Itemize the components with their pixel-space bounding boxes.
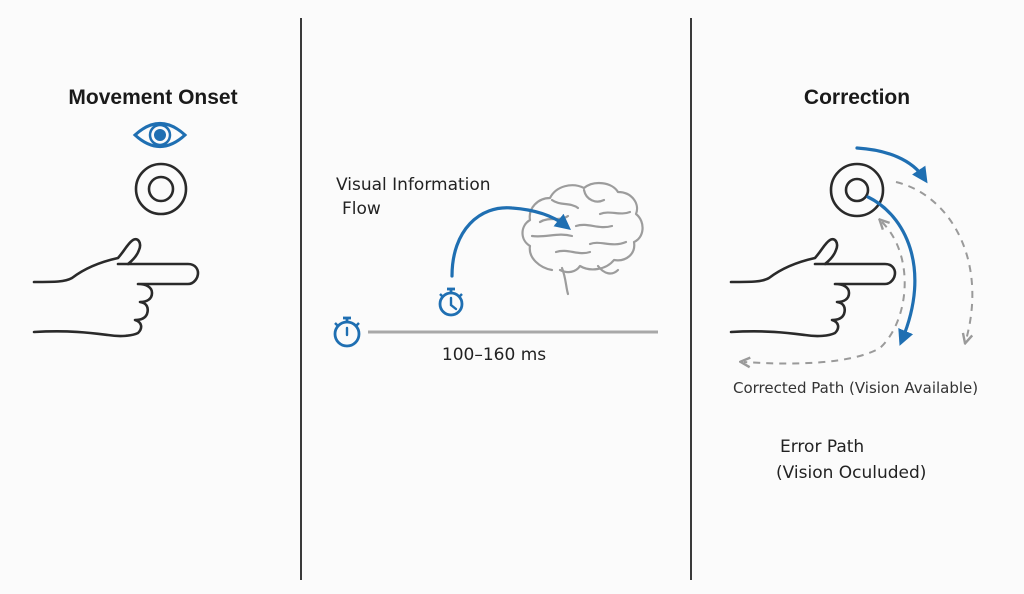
stopwatch-icon (333, 316, 361, 348)
error-path-arrow (744, 222, 906, 364)
flow-title-line1: Visual Information (336, 175, 491, 195)
panel-title-movement-onset: Movement Onset (68, 86, 237, 109)
eye-icon (132, 122, 188, 148)
corrected-path-arrow (866, 195, 917, 346)
flow-title-line2: Flow (342, 199, 381, 219)
target-icon (134, 162, 188, 216)
target-icon (829, 162, 885, 218)
error-path-arrow (895, 181, 974, 340)
stopwatch-icon (438, 287, 464, 317)
error-path-label-line1: Error Path (780, 437, 864, 457)
arrow-icon (450, 206, 571, 278)
panel-title-correction: Correction (804, 86, 910, 109)
arrow-icon (855, 146, 928, 184)
error-path-label-line2: (Vision Oculuded) (776, 463, 926, 483)
panel-correction: Correction Corrected Path (Vision Availa… (729, 86, 978, 483)
panel-visual-information-flow: Visual Information Flow 100–160 ms (333, 175, 658, 365)
brain-icon (521, 182, 644, 296)
pointing-hand-icon (729, 237, 897, 338)
pointing-hand-icon (32, 237, 200, 338)
timing-label: 100–160 ms (442, 345, 546, 365)
corrected-path-label: Corrected Path (Vision Available) (733, 379, 978, 397)
panel-movement-onset: Movement Onset (32, 86, 238, 338)
